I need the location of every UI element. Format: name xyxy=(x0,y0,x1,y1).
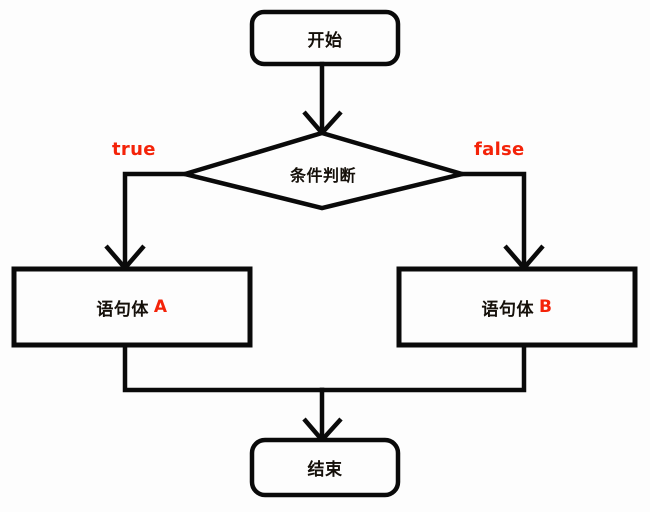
node-decision-shape[interactable] xyxy=(176,130,471,211)
edge-true-branch xyxy=(122,171,188,269)
node-start-shape[interactable] xyxy=(249,9,401,67)
node-process-a-shape[interactable] xyxy=(11,266,253,348)
edge-true-label: true xyxy=(112,139,156,160)
edge-false-label: false xyxy=(474,139,525,160)
edge-process-a-to-merge xyxy=(122,342,325,393)
node-end-shape[interactable] xyxy=(249,437,401,498)
edge-process-b-to-merge xyxy=(319,342,527,393)
node-process-b-shape[interactable] xyxy=(396,266,638,348)
edge-false-branch xyxy=(459,171,527,269)
